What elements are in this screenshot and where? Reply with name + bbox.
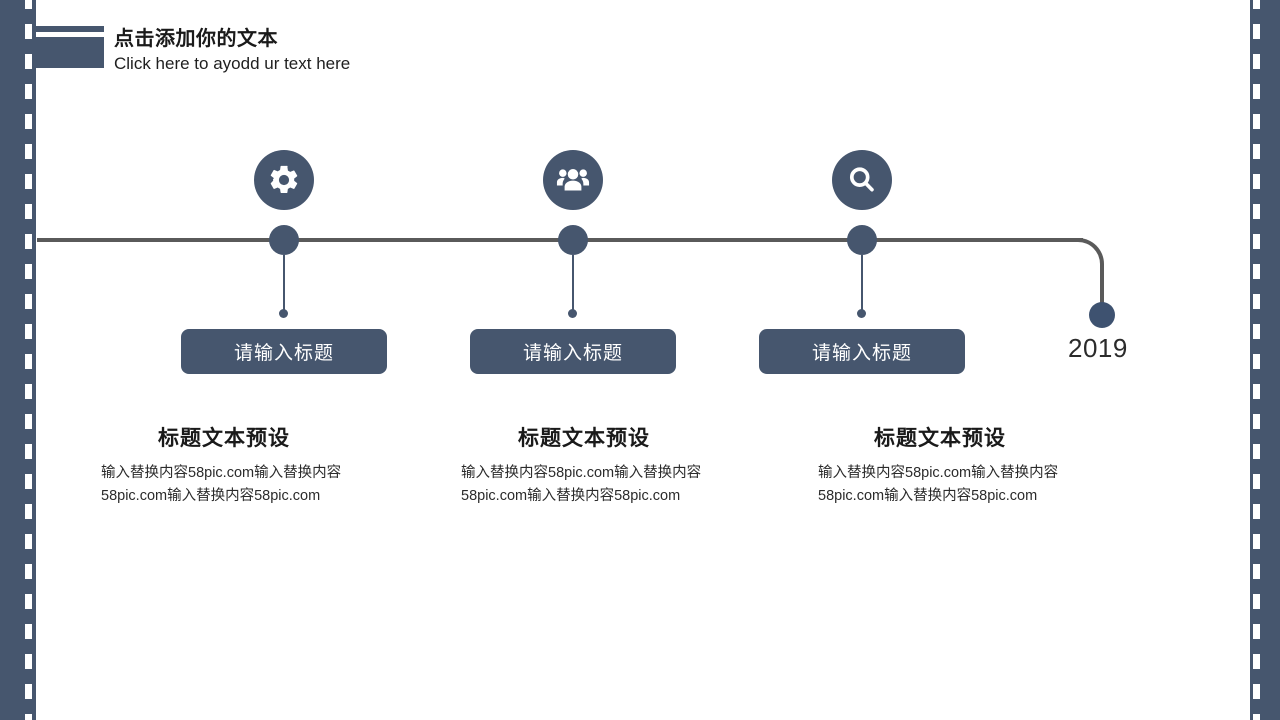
- node-2-stem: [572, 255, 574, 313]
- page-title: 点击添加你的文本: [114, 28, 278, 50]
- node-3-body-text: 输入替换内容58pic.com输入替换内容58pic.com输入替换内容58pi…: [818, 465, 1059, 504]
- timeline-year-label: 2019: [1068, 333, 1128, 363]
- page-title-group: 点击添加你的文本 Click here to ayodd ur text her…: [114, 26, 350, 76]
- search-icon: [845, 163, 879, 197]
- node-3-axis-dot: [847, 225, 877, 255]
- node-2-body-text: 输入替换内容58pic.com输入替换内容58pic.com输入替换内容58pi…: [461, 465, 702, 504]
- timeline-elbow-curve: [1063, 238, 1104, 298]
- people-group-icon: [555, 162, 591, 198]
- node-1-axis-dot: [269, 225, 299, 255]
- node-2-axis-dot: [558, 225, 588, 255]
- right-edge-stripe: [1250, 0, 1280, 720]
- node-2-icon-badge[interactable]: [543, 150, 603, 210]
- header-accent-bar-thick: [36, 37, 104, 68]
- node-1-title-pill[interactable]: 请输入标题: [181, 329, 387, 374]
- node-3-title-pill[interactable]: 请输入标题: [759, 329, 965, 374]
- node-1-heading: 标题文本预设: [158, 427, 290, 450]
- gear-icon: [267, 163, 301, 197]
- left-edge-dashes: [25, 0, 32, 720]
- timeline-end-dot: [1089, 302, 1115, 328]
- node-2-stem-dot: [568, 309, 577, 318]
- node-3-icon-badge[interactable]: [832, 150, 892, 210]
- node-3-stem-dot: [857, 309, 866, 318]
- page-subtitle: Click here to ayodd ur text here: [114, 54, 351, 73]
- right-edge-dashes: [1253, 0, 1260, 720]
- node-1-stem-dot: [279, 309, 288, 318]
- node-2-heading: 标题文本预设: [518, 427, 650, 450]
- node-1-body-text: 输入替换内容58pic.com输入替换内容58pic.com输入替换内容58pi…: [101, 465, 342, 504]
- node-3-heading: 标题文本预设: [874, 427, 1006, 450]
- header-accent-bar-thin: [36, 26, 104, 32]
- left-edge-stripe: [0, 0, 36, 720]
- node-3-stem: [861, 255, 863, 313]
- node-1-stem: [283, 255, 285, 313]
- node-1-icon-badge[interactable]: [254, 150, 314, 210]
- node-2-title-pill[interactable]: 请输入标题: [470, 329, 676, 374]
